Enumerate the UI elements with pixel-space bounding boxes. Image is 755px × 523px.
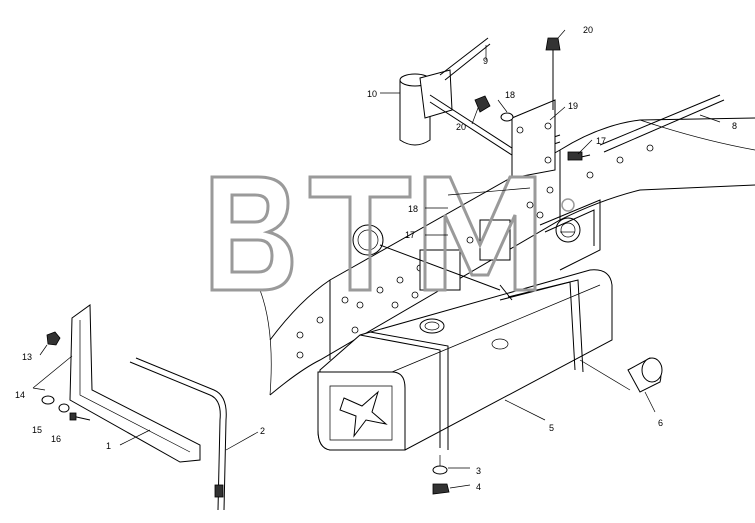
fasteners-13-16 xyxy=(32,331,91,421)
callout-20-lower: 20 xyxy=(456,122,466,132)
filter-assembly xyxy=(399,37,725,179)
callout-17-lower: 17 xyxy=(405,230,415,240)
callout-18-lower: 18 xyxy=(408,204,418,214)
callout-16: 16 xyxy=(51,434,61,444)
callout-10: 10 xyxy=(367,89,377,99)
callout-8: 8 xyxy=(732,121,737,131)
callout-1: 1 xyxy=(106,441,111,451)
leader-lines xyxy=(32,29,721,489)
callout-2: 2 xyxy=(260,426,265,436)
callout-18-upper: 18 xyxy=(505,90,515,100)
cap-6 xyxy=(579,357,663,393)
callout-13: 13 xyxy=(22,352,32,362)
callout-6: 6 xyxy=(658,418,663,428)
btm-watermark xyxy=(210,175,575,292)
callout-20-upper: 20 xyxy=(583,25,593,35)
fuel-tank xyxy=(317,269,613,451)
callout-4: 4 xyxy=(476,482,481,492)
callout-3: 3 xyxy=(476,466,481,476)
nuts-3-4 xyxy=(432,455,450,495)
callout-17-upper: 17 xyxy=(596,136,606,146)
callout-labels: 1 2 3 4 5 6 8 9 10 13 14 15 16 17 17 18 … xyxy=(15,25,737,492)
strap-2 xyxy=(129,357,227,511)
callout-14: 14 xyxy=(15,390,25,400)
bracket-1 xyxy=(69,304,201,463)
hose-clamps xyxy=(352,199,601,301)
callout-9: 9 xyxy=(483,56,488,66)
callout-19: 19 xyxy=(568,101,578,111)
callout-5: 5 xyxy=(549,423,554,433)
callout-15: 15 xyxy=(32,425,42,435)
